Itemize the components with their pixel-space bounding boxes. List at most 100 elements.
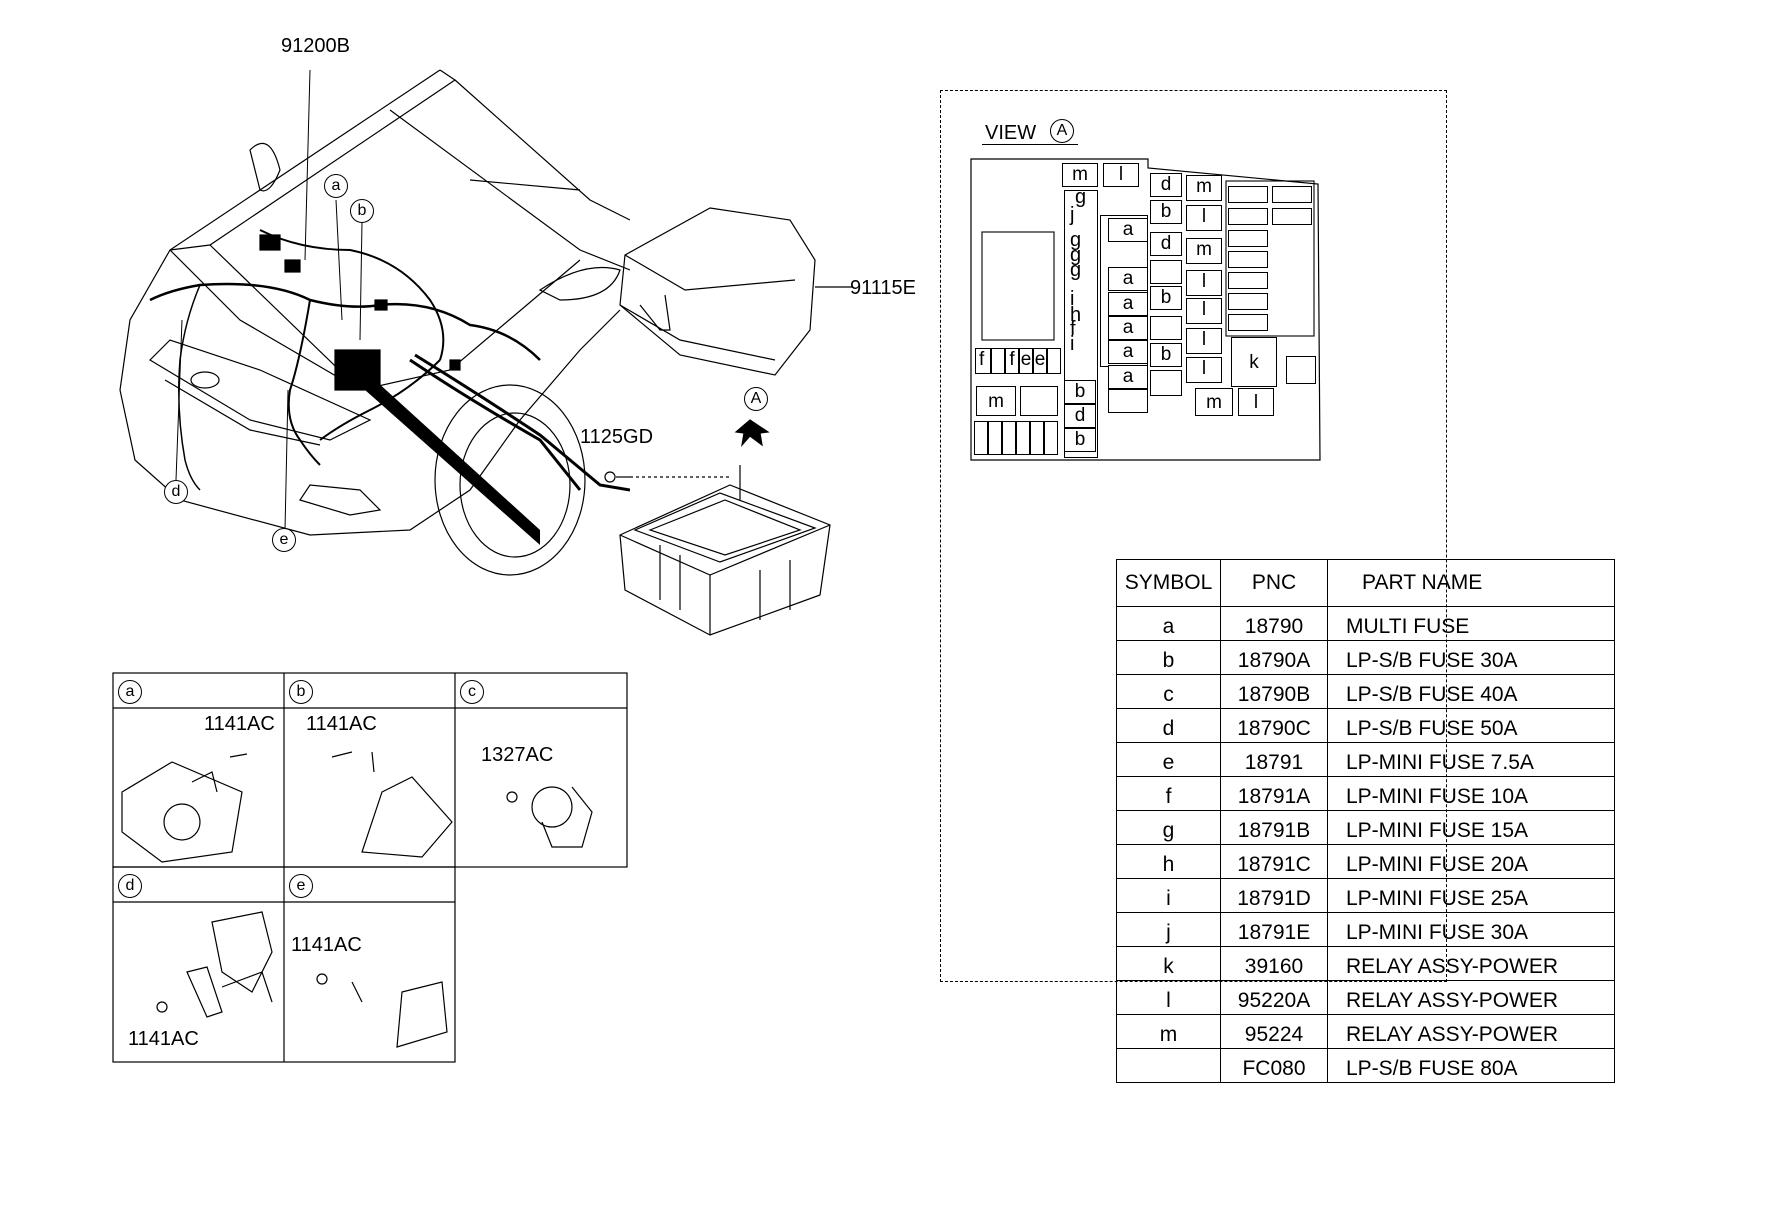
pnc-cell: FC080	[1220, 1048, 1328, 1083]
fuse-letter: g	[1070, 259, 1082, 281]
symbol-cell: k	[1116, 946, 1221, 981]
fuse-letter: j	[1070, 204, 1075, 226]
pnc-cell: 18791B	[1220, 810, 1328, 845]
fuse-box-illustration	[604, 207, 852, 636]
symbol-cell: h	[1116, 844, 1221, 879]
table-header-row: SYMBOL PNC PART NAME	[1116, 559, 1615, 607]
view-title: VIEW	[985, 122, 1037, 144]
fuse-cell	[1228, 186, 1268, 203]
fuse-cell: l	[1186, 270, 1222, 296]
pnc-cell: 18790C	[1220, 708, 1328, 743]
pnc-cell: 18790B	[1220, 674, 1328, 709]
bolt-part-number: 1125GD	[580, 426, 654, 448]
fuse-cell: d	[1150, 173, 1182, 197]
fuse-cell: l	[1238, 388, 1274, 416]
fuse-cell: l	[1103, 163, 1139, 187]
pnc-cell: 39160	[1220, 946, 1328, 981]
fuse-letter: h	[1070, 304, 1082, 326]
part-name-cell: LP-MINI FUSE 10A	[1327, 776, 1615, 811]
fuse-cell: m	[976, 386, 1016, 416]
fuse-cell: m	[1062, 163, 1098, 187]
view-title-underline	[982, 144, 1078, 145]
symbol-cell	[1116, 1048, 1221, 1083]
fuse-cell	[1108, 389, 1148, 413]
fuse-letter: g	[1070, 244, 1082, 266]
detail-marker-e: e	[289, 874, 313, 898]
fuse-letter: g	[1075, 186, 1087, 208]
fuse-cell: l	[1186, 357, 1222, 383]
part-name-cell: LP-S/B FUSE 50A	[1327, 708, 1615, 743]
fuse-layout-outline	[970, 158, 1321, 461]
pnc-cell: 18790A	[1220, 640, 1328, 675]
fuse-cell: a	[1108, 218, 1148, 242]
pnc-cell: 18791C	[1220, 844, 1328, 879]
fuse-cell: e	[1019, 348, 1033, 374]
callout-marker: a	[324, 174, 348, 198]
fuse-cell	[1002, 421, 1016, 455]
fuse-cell	[1228, 314, 1268, 331]
fuse-cell: d	[1150, 232, 1182, 256]
fuse-cell	[1150, 370, 1182, 396]
fuse-cell	[1228, 251, 1268, 268]
symbol-cell: b	[1116, 640, 1221, 675]
pnc-cell: 18791E	[1220, 912, 1328, 947]
column-header: SYMBOL	[1116, 559, 1221, 607]
pnc-cell: 18791A	[1220, 776, 1328, 811]
fuse-cell	[974, 421, 988, 455]
detail-grid	[112, 672, 628, 1063]
fuse-vertical-strip	[1064, 190, 1098, 458]
part-name-cell: LP-S/B FUSE 40A	[1327, 674, 1615, 709]
part-name-cell: LP-S/B FUSE 80A	[1327, 1048, 1615, 1083]
fuse-cell	[1016, 421, 1030, 455]
fuse-cell	[991, 348, 1005, 374]
callout-marker: d	[164, 480, 188, 504]
callout-marker: e	[272, 528, 296, 552]
column-header: PNC	[1220, 559, 1328, 607]
fuse-cell	[1272, 208, 1312, 225]
fuse-cell: k	[1231, 337, 1277, 387]
column-header: PART NAME	[1327, 559, 1615, 607]
fuse-letter: i	[1070, 333, 1075, 355]
fuse-cell: a	[1108, 365, 1148, 389]
symbol-cell: j	[1116, 912, 1221, 947]
fuse-cell: d	[1064, 404, 1096, 428]
symbol-cell: e	[1116, 742, 1221, 777]
symbol-cell: d	[1116, 708, 1221, 743]
fuse-cell: b	[1150, 343, 1182, 367]
fuse-cell: a	[1108, 316, 1148, 340]
part-name-cell: LP-MINI FUSE 30A	[1327, 912, 1615, 947]
detail-c-part: 1327AC	[481, 744, 554, 766]
part-name-cell: RELAY ASSY-POWER	[1327, 980, 1615, 1015]
detail-d-part: 1141AC	[128, 1028, 199, 1050]
callout-marker: b	[350, 199, 374, 223]
part-name-cell: LP-MINI FUSE 15A	[1327, 810, 1615, 845]
part-name-cell: LP-MINI FUSE 7.5A	[1327, 742, 1615, 777]
detail-marker-c: c	[460, 680, 484, 704]
part-name-cell: MULTI FUSE	[1327, 606, 1615, 641]
part-name-cell: RELAY ASSY-POWER	[1327, 946, 1615, 981]
pnc-cell: 95224	[1220, 1014, 1328, 1049]
detail-a-part: 1141AC	[204, 713, 275, 735]
fuse-cell: b	[1150, 286, 1182, 310]
fuse-cell: b	[1150, 200, 1182, 224]
symbol-cell: i	[1116, 878, 1221, 913]
fuse-cell: a	[1108, 340, 1148, 364]
symbol-cell: f	[1116, 776, 1221, 811]
fuse-cell	[1228, 230, 1268, 247]
fuse-cell: f	[1005, 348, 1019, 374]
part-name-cell: RELAY ASSY-POWER	[1327, 1014, 1615, 1049]
fuse-cell	[1150, 260, 1182, 284]
vehicle-illustration	[119, 69, 630, 576]
fuse-cell: b	[1064, 380, 1096, 404]
fuse-cell	[1047, 348, 1061, 374]
